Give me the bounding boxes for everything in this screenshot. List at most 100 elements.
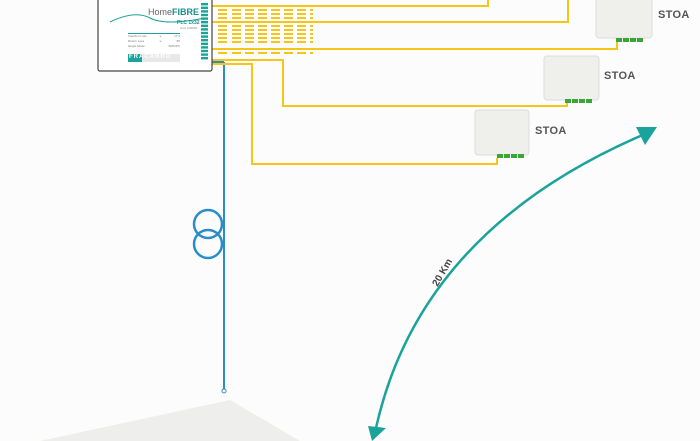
- stoa-port: [511, 154, 517, 158]
- stoa-box-1: [595, 0, 653, 42]
- fiber-stub: [232, 9, 241, 11]
- device-port: [201, 46, 208, 49]
- fiber-stub: [258, 33, 267, 35]
- fiber-stub: [284, 52, 293, 54]
- device-port: [201, 28, 208, 31]
- stoa-box-3: [474, 109, 530, 158]
- fiber-stub: [245, 37, 254, 39]
- device-port: [201, 42, 208, 45]
- stoa-port: [623, 38, 629, 42]
- fiber-stub: [232, 25, 241, 27]
- fiber-stub: [218, 33, 227, 35]
- fiber-stub: [310, 41, 313, 43]
- fiber-drop-lines: [212, 0, 618, 165]
- fiber-stub: [284, 29, 293, 31]
- drop-line-1: [212, 0, 489, 7]
- device-code: Cod. 232002: [180, 26, 198, 30]
- device-port: [201, 49, 208, 53]
- spec-sign: ≥: [159, 39, 162, 43]
- fiber-stub: [297, 52, 306, 54]
- fiber-stub: [258, 9, 267, 11]
- fiber-stub: [271, 13, 280, 15]
- fiber-stub: [310, 17, 313, 19]
- fiber-stub: [218, 9, 227, 11]
- stoa-port: [572, 99, 578, 103]
- fiber-stub: [258, 17, 267, 19]
- brand-prefix: Home: [148, 7, 173, 17]
- device-port: [201, 57, 208, 60]
- fiber-stub: [310, 37, 313, 39]
- trunk-end-node: [221, 388, 227, 394]
- fiber-stub: [310, 13, 313, 15]
- arrow-head-top: [636, 127, 657, 145]
- fiber-stub: [284, 9, 293, 11]
- fiber-stub: [284, 41, 293, 43]
- stoa-port: [504, 154, 510, 158]
- fiber-stub: [245, 9, 254, 11]
- fiber-port-stubs: [218, 9, 313, 54]
- fiber-stub: [271, 17, 280, 19]
- splitter-symbol: [192, 208, 224, 260]
- stoa-label-3: STOA: [535, 125, 567, 137]
- fiber-stub: [245, 33, 254, 35]
- device-port: [201, 3, 208, 6]
- device-port: [201, 21, 208, 24]
- spec-label: Return Loss: [128, 39, 145, 43]
- stoa-label-2: STOA: [604, 70, 636, 82]
- distance-arrow: [368, 127, 657, 441]
- stoa-port: [565, 99, 571, 103]
- spec-value: 55: [176, 39, 180, 43]
- fiber-stub: [232, 33, 241, 35]
- fiber-stub: [218, 25, 227, 27]
- arrow-head-bottom: [368, 426, 386, 441]
- fiber-stub: [218, 37, 227, 39]
- fiber-stub: [284, 37, 293, 39]
- fiber-stub: [218, 29, 227, 31]
- fiber-stub: [232, 17, 241, 19]
- fiber-stub: [258, 25, 267, 27]
- fiber-stub: [258, 29, 267, 31]
- device-port: [201, 31, 208, 35]
- stoa-port: [630, 38, 636, 42]
- fiber-stub: [218, 41, 227, 43]
- fiber-stub: [218, 17, 227, 19]
- device-port: [201, 17, 208, 20]
- drop-line-5: [212, 63, 498, 165]
- fiber-stub: [245, 25, 254, 27]
- fiber-stub: [258, 41, 267, 43]
- fiber-stub: [297, 13, 306, 15]
- stoa-port: [616, 38, 622, 42]
- drop-line-2: [212, 0, 569, 23]
- device-port: [201, 24, 208, 27]
- device-brand: HomeFIBRE: [148, 7, 199, 17]
- stoa-port: [497, 154, 503, 158]
- fiber-stub: [258, 13, 267, 15]
- device-port: [201, 53, 208, 56]
- stoa-box-2: [543, 55, 600, 103]
- manufacturer-logo: FRACARRO: [129, 54, 172, 60]
- fiber-stub: [245, 29, 254, 31]
- stoa-port: [579, 99, 585, 103]
- spec-label: Single Mode: [128, 44, 145, 48]
- fiber-stub: [232, 13, 241, 15]
- fiber-stub: [245, 13, 254, 15]
- fiber-stub: [245, 17, 254, 19]
- fiber-stub: [284, 13, 293, 15]
- spec-label: Insertion Loss: [128, 34, 147, 38]
- fiber-stub: [297, 25, 306, 27]
- fiber-stub: [271, 25, 280, 27]
- fiber-stub: [310, 52, 313, 54]
- device-port: [201, 35, 208, 38]
- fiber-stub: [310, 29, 313, 31]
- fiber-stub: [284, 17, 293, 19]
- fiber-stub: [271, 9, 280, 11]
- fiber-stub: [245, 52, 254, 54]
- spec-value: 17,0: [174, 34, 180, 38]
- splitter-device: [97, 0, 213, 72]
- fiber-stub: [232, 41, 241, 43]
- brand-suffix: FIBRE: [172, 7, 200, 17]
- fiber-stub: [218, 52, 227, 54]
- fiber-stub: [258, 37, 267, 39]
